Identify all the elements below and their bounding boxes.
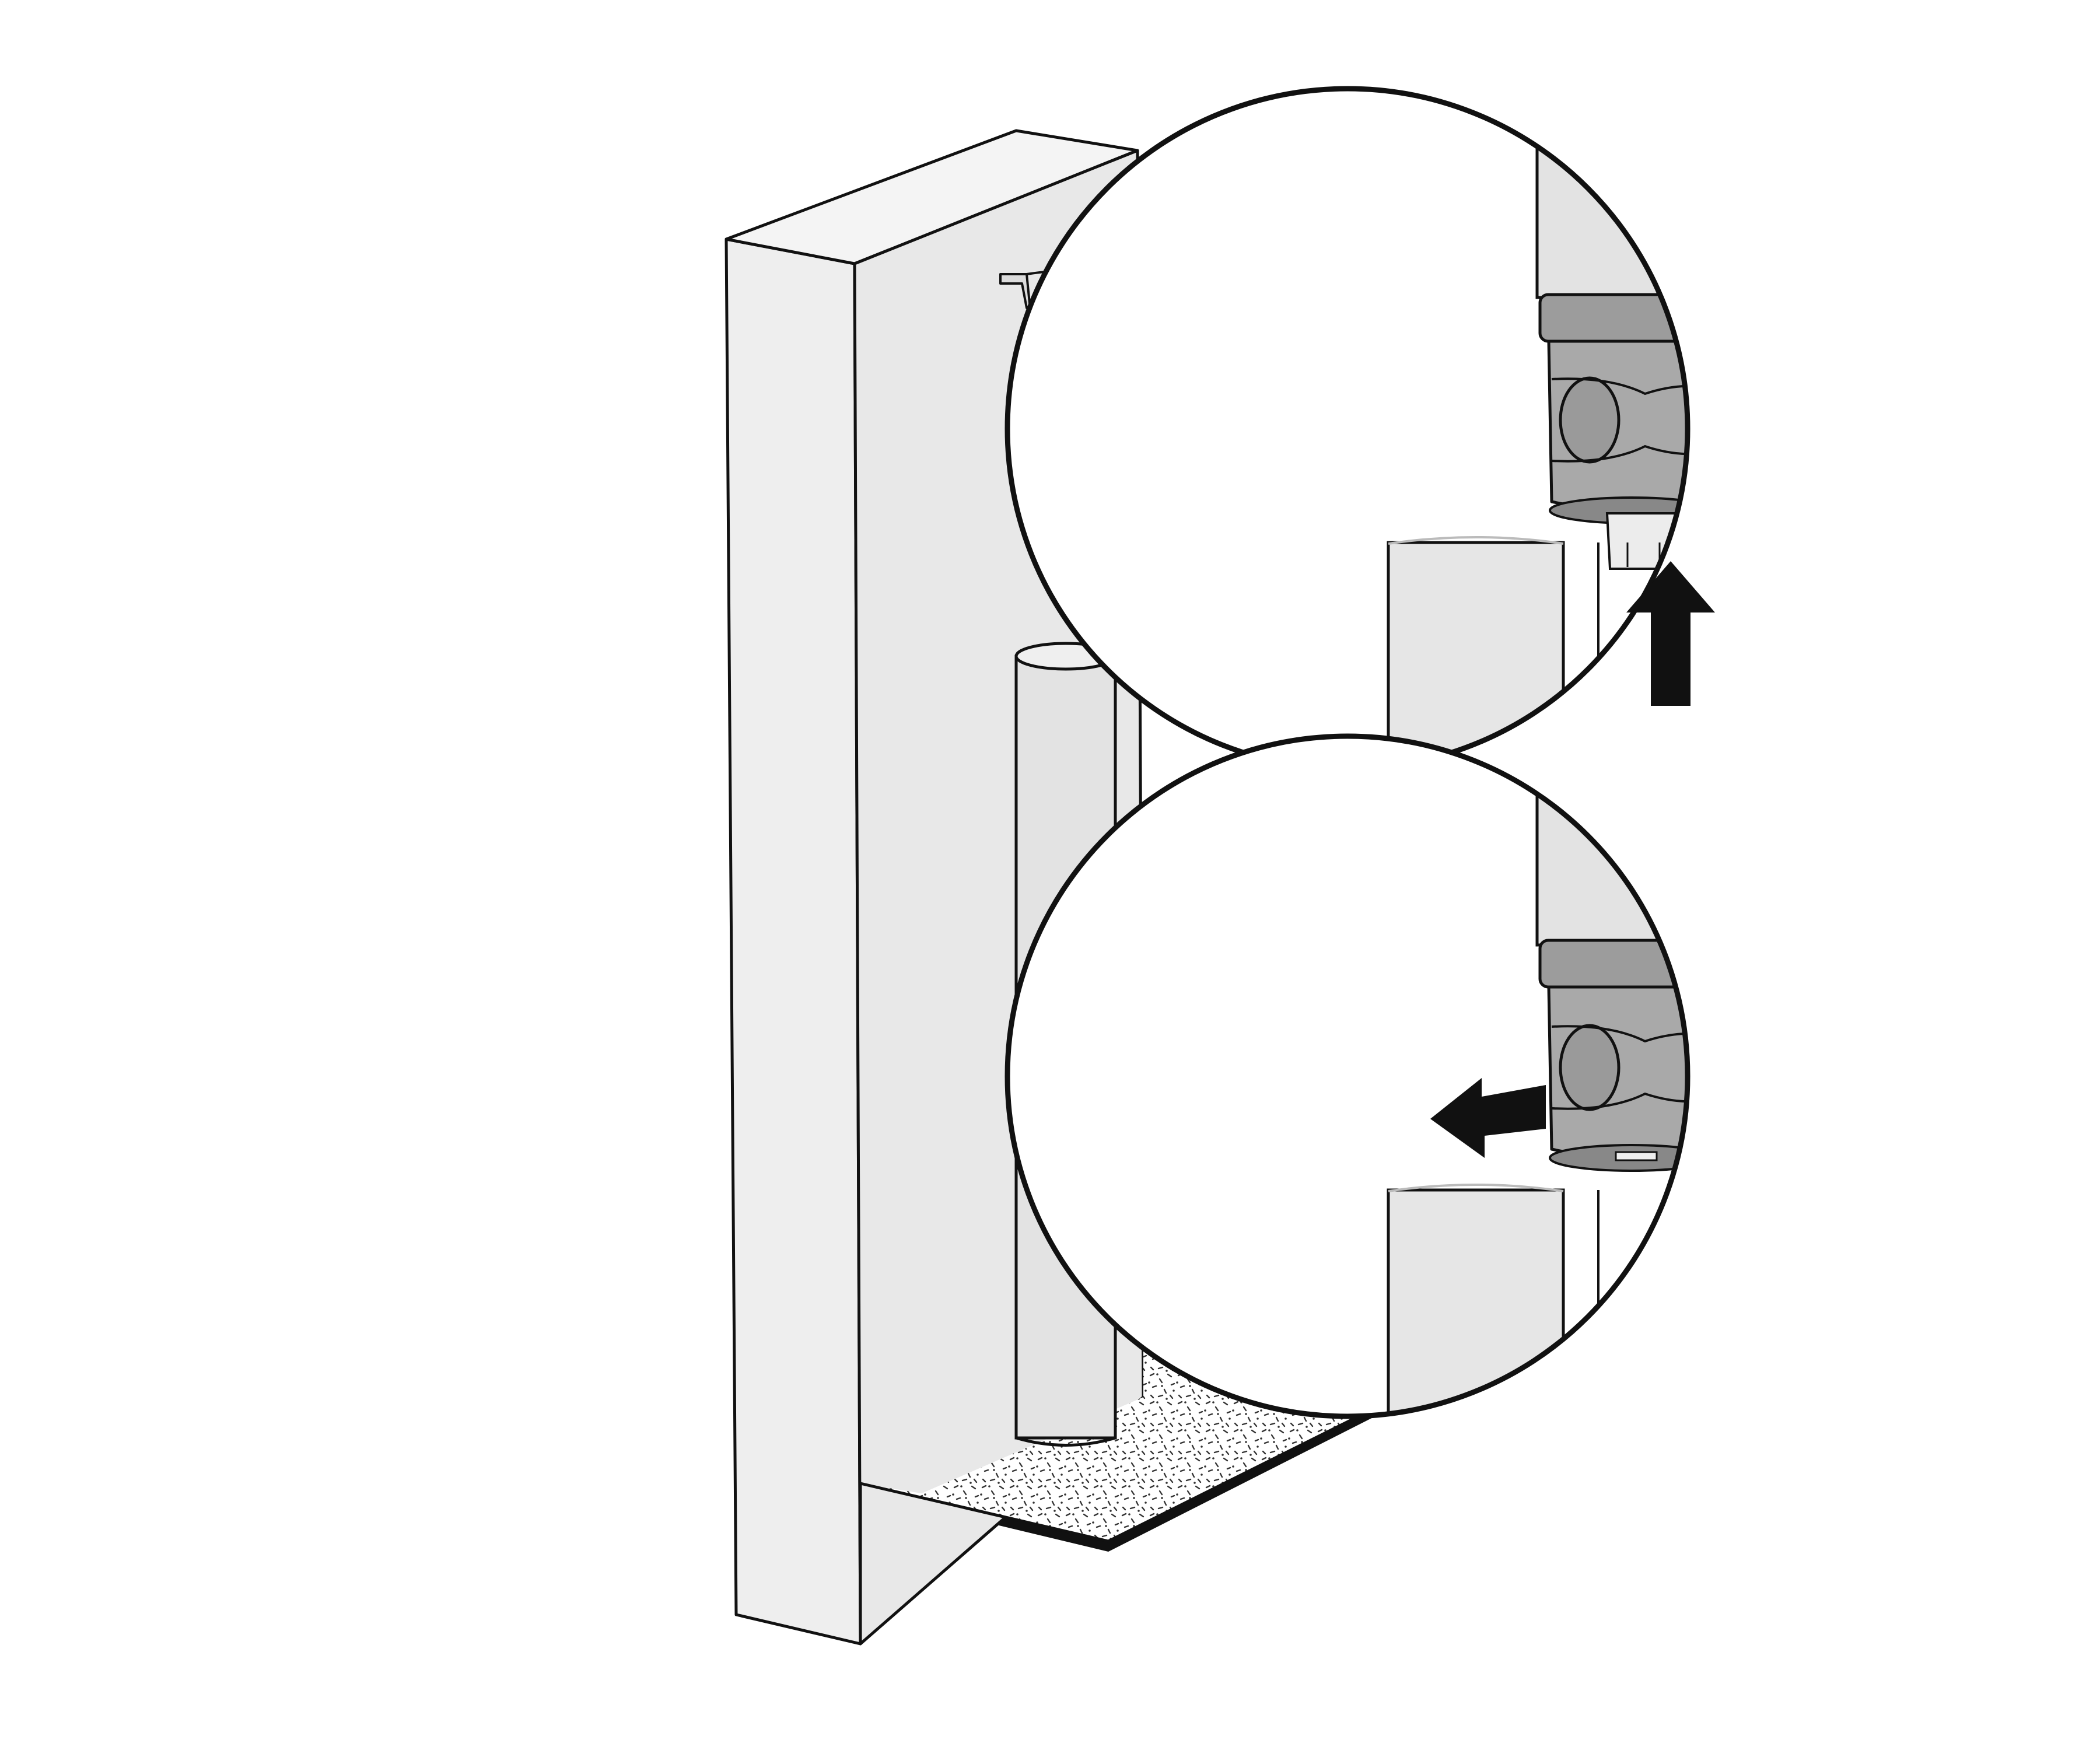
arrow-up-icon xyxy=(1626,561,1715,706)
arrow-left-icon xyxy=(1430,1078,1546,1158)
detail-circle-bottom xyxy=(1005,733,1690,1419)
wall-panel-front xyxy=(724,237,862,1646)
detail-view-remove xyxy=(1005,733,1690,1419)
detail-view-insert xyxy=(1005,86,1715,772)
